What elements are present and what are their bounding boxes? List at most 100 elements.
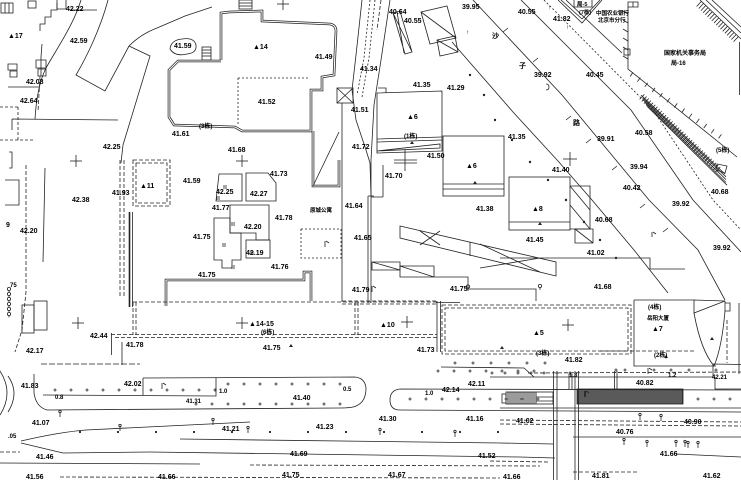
svg-text:(1栋): (1栋) — [404, 132, 417, 140]
svg-text:41.82: 41.82 — [553, 16, 571, 23]
svg-text:41.79: 41.79 — [352, 287, 370, 294]
svg-text:40.68: 40.68 — [595, 217, 613, 224]
svg-text:(5栋): (5栋) — [716, 146, 729, 154]
svg-text:41.78: 41.78 — [126, 342, 144, 349]
svg-text:▲17: ▲17 — [8, 33, 23, 40]
svg-text:41.29: 41.29 — [447, 85, 465, 92]
svg-text:路: 路 — [573, 118, 581, 127]
svg-text:40.90: 40.90 — [684, 419, 702, 426]
svg-text:41.68: 41.68 — [594, 284, 612, 291]
svg-text:(4栋): (4栋) — [648, 303, 661, 311]
svg-text:(3栋): (3栋) — [536, 349, 549, 357]
svg-text:41.62: 41.62 — [703, 473, 721, 480]
svg-text:42.27: 42.27 — [250, 191, 268, 198]
svg-text:原城公寓: 原城公寓 — [310, 206, 333, 214]
svg-text:局-16: 局-16 — [670, 59, 686, 67]
svg-text:40.58: 40.58 — [635, 130, 653, 137]
svg-text:0.8: 0.8 — [55, 395, 64, 401]
svg-text:中国农业银行: 中国农业银行 — [596, 9, 630, 17]
svg-text:↑: ↑ — [548, 5, 551, 11]
svg-text:42.38: 42.38 — [72, 197, 90, 204]
svg-text:▲7: ▲7 — [652, 326, 663, 333]
svg-text:41.50: 41.50 — [427, 153, 445, 160]
svg-text:41.69: 41.69 — [290, 451, 308, 458]
svg-text:41.75: 41.75 — [450, 286, 468, 293]
svg-text:1.2: 1.2 — [668, 373, 677, 379]
svg-text:41.34: 41.34 — [360, 66, 378, 73]
svg-text:39.92: 39.92 — [672, 201, 690, 208]
svg-text:40.55: 40.55 — [404, 18, 422, 25]
svg-text:41.38: 41.38 — [476, 206, 494, 213]
svg-text:▲11: ▲11 — [140, 183, 154, 190]
svg-text:41.83: 41.83 — [21, 383, 39, 390]
svg-text:▲14-15: ▲14-15 — [249, 321, 274, 328]
svg-text:41.23: 41.23 — [316, 424, 334, 431]
svg-text:75: 75 — [10, 283, 17, 289]
svg-text:(2栋): (2栋) — [654, 351, 667, 359]
svg-text:41.66: 41.66 — [660, 451, 678, 458]
svg-text:1.0: 1.0 — [425, 391, 434, 397]
svg-text:41.21: 41.21 — [222, 426, 240, 433]
svg-text:子: 子 — [519, 62, 526, 70]
svg-text:9: 9 — [6, 222, 10, 229]
svg-text:42.19: 42.19 — [246, 250, 264, 257]
svg-text:▲8: ▲8 — [532, 206, 543, 213]
svg-text:41.46: 41.46 — [36, 454, 54, 461]
svg-text:41.02: 41.02 — [516, 418, 534, 425]
svg-text:42.11: 42.11 — [468, 381, 485, 388]
svg-text:42.14: 42.14 — [442, 387, 460, 394]
svg-text:▲5: ▲5 — [533, 330, 544, 337]
svg-text:41.51: 41.51 — [351, 107, 369, 114]
svg-text:40.76: 40.76 — [616, 429, 634, 436]
svg-text:41.31: 41.31 — [186, 399, 202, 405]
svg-text:41.67: 41.67 — [388, 472, 406, 479]
svg-text:40.64: 40.64 — [389, 9, 407, 16]
svg-text:北京市分行: 北京市分行 — [598, 16, 626, 24]
svg-text:41.49: 41.49 — [315, 54, 333, 61]
svg-text:42.20: 42.20 — [20, 228, 38, 235]
svg-text:40.45: 40.45 — [586, 72, 604, 79]
svg-text:42.25: 42.25 — [103, 144, 121, 151]
svg-text:沙: 沙 — [492, 32, 499, 40]
svg-text:41.07: 41.07 — [32, 420, 50, 427]
svg-text:42.25: 42.25 — [216, 189, 234, 196]
svg-text:41.78: 41.78 — [275, 215, 293, 222]
svg-text:41.93: 41.93 — [112, 190, 130, 197]
svg-text:(7栋): (7栋) — [579, 8, 591, 16]
svg-text:41.16: 41.16 — [466, 416, 484, 423]
svg-text:41.77: 41.77 — [212, 205, 230, 212]
svg-text:1.3: 1.3 — [569, 373, 578, 379]
svg-text:41.81: 41.81 — [592, 473, 610, 480]
svg-text:41.66: 41.66 — [503, 474, 521, 480]
svg-text:40.42: 40.42 — [623, 185, 641, 192]
svg-text:39.92: 39.92 — [713, 245, 731, 252]
svg-text:41.82: 41.82 — [565, 357, 583, 364]
svg-text:39.95: 39.95 — [462, 4, 480, 11]
svg-text:41.65: 41.65 — [354, 235, 372, 242]
svg-text:42.22: 42.22 — [66, 6, 84, 13]
svg-text:41.35: 41.35 — [508, 134, 526, 141]
svg-text:42.59: 42.59 — [70, 38, 88, 45]
svg-text:41.40: 41.40 — [552, 167, 570, 174]
svg-text:42.64: 42.64 — [20, 98, 38, 105]
svg-text:41.61: 41.61 — [172, 131, 190, 138]
svg-text:41.70: 41.70 — [385, 173, 403, 180]
svg-text:▲10: ▲10 — [380, 322, 395, 329]
svg-text:▲6: ▲6 — [407, 114, 418, 121]
svg-text:▲6: ▲6 — [466, 163, 477, 170]
svg-text:40.68: 40.68 — [711, 189, 729, 196]
svg-text:41.45: 41.45 — [526, 237, 544, 244]
svg-text:41.35: 41.35 — [413, 82, 431, 89]
svg-text:42.02: 42.02 — [124, 381, 142, 388]
svg-text:41.64: 41.64 — [345, 203, 363, 210]
svg-text:42.17: 42.17 — [26, 348, 44, 355]
svg-text:42.08: 42.08 — [26, 79, 44, 86]
svg-text:41.66: 41.66 — [158, 474, 176, 480]
svg-text:41.75: 41.75 — [263, 345, 281, 352]
svg-text:41.30: 41.30 — [379, 416, 397, 423]
svg-text:39.94: 39.94 — [630, 164, 648, 171]
svg-text:39.91: 39.91 — [597, 136, 615, 143]
svg-text:41.75: 41.75 — [198, 272, 216, 279]
svg-text:41.75: 41.75 — [193, 234, 211, 241]
svg-text:41.52: 41.52 — [258, 99, 276, 106]
